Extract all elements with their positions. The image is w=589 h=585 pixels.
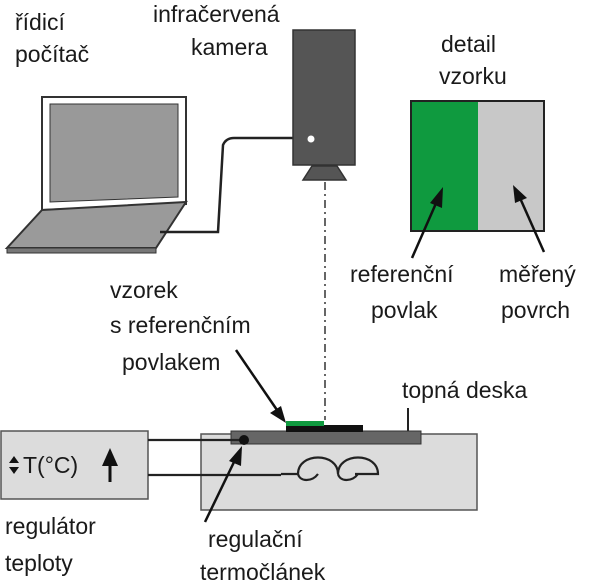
heating-coil bbox=[281, 456, 380, 482]
thermocouple-arrowhead bbox=[229, 446, 242, 466]
infrared-camera-icon bbox=[292, 29, 356, 181]
updown-icon-down bbox=[9, 467, 19, 474]
reference-label-2: povlak bbox=[371, 297, 438, 323]
sample-arrow-line bbox=[234, 349, 279, 411]
controller-label-2: teploty bbox=[5, 550, 73, 576]
sample-body bbox=[286, 425, 363, 432]
sample-detail bbox=[410, 100, 545, 232]
reference-arrowhead bbox=[430, 187, 443, 208]
sample-reference-coating bbox=[286, 421, 324, 426]
up-arrow-icon bbox=[102, 448, 118, 466]
measured-label-2: povrch bbox=[501, 297, 570, 323]
laptop-base-edge bbox=[6, 247, 157, 254]
measured-arrowhead bbox=[513, 185, 527, 203]
temperature-controller: T(°C) bbox=[0, 430, 149, 500]
camera-body bbox=[292, 29, 356, 166]
controller-label-1: regulátor bbox=[5, 513, 96, 539]
reference-coating-area bbox=[411, 101, 478, 231]
sample-label-3: povlakem bbox=[122, 349, 220, 375]
thermocouple-label-2: termočlánek bbox=[200, 559, 326, 585]
thermocouple-label-1: regulační bbox=[208, 526, 303, 552]
computer-label-2: počítač bbox=[15, 41, 89, 67]
controller-box bbox=[0, 430, 149, 500]
reference-arrow-line bbox=[410, 200, 439, 259]
hot-plate-label: topná deska bbox=[402, 377, 528, 403]
detail-frame bbox=[410, 100, 545, 232]
camera-label-1: infračervená bbox=[153, 1, 280, 27]
camera-lens bbox=[301, 165, 348, 181]
measured-label-1: měřený bbox=[499, 261, 576, 287]
measured-arrow-line bbox=[518, 197, 546, 253]
controller-display: T(°C) bbox=[23, 452, 78, 478]
sample-arrowhead bbox=[270, 406, 286, 423]
updown-icon-up bbox=[9, 456, 19, 463]
thermocouple-junction bbox=[239, 435, 249, 445]
sample-label-1: vzorek bbox=[110, 277, 178, 303]
thermocouple-arrow-line bbox=[203, 459, 237, 523]
computer-label-1: řídicí bbox=[15, 9, 65, 35]
hot-plate bbox=[230, 430, 422, 445]
reference-label-1: referenční bbox=[350, 261, 454, 287]
detail-label-1: detail bbox=[441, 31, 496, 57]
camera-label-2: kamera bbox=[191, 34, 268, 60]
camera-port bbox=[307, 135, 315, 143]
measured-surface-area bbox=[478, 101, 544, 231]
heater-unit bbox=[200, 421, 478, 511]
camera-cable bbox=[160, 136, 309, 234]
detail-label-2: vzorku bbox=[439, 63, 507, 89]
sample-label-2: s referenčním bbox=[110, 312, 251, 338]
laptop-screen bbox=[49, 103, 179, 203]
laptop-icon bbox=[4, 96, 188, 254]
laptop-keyboard bbox=[4, 200, 188, 249]
